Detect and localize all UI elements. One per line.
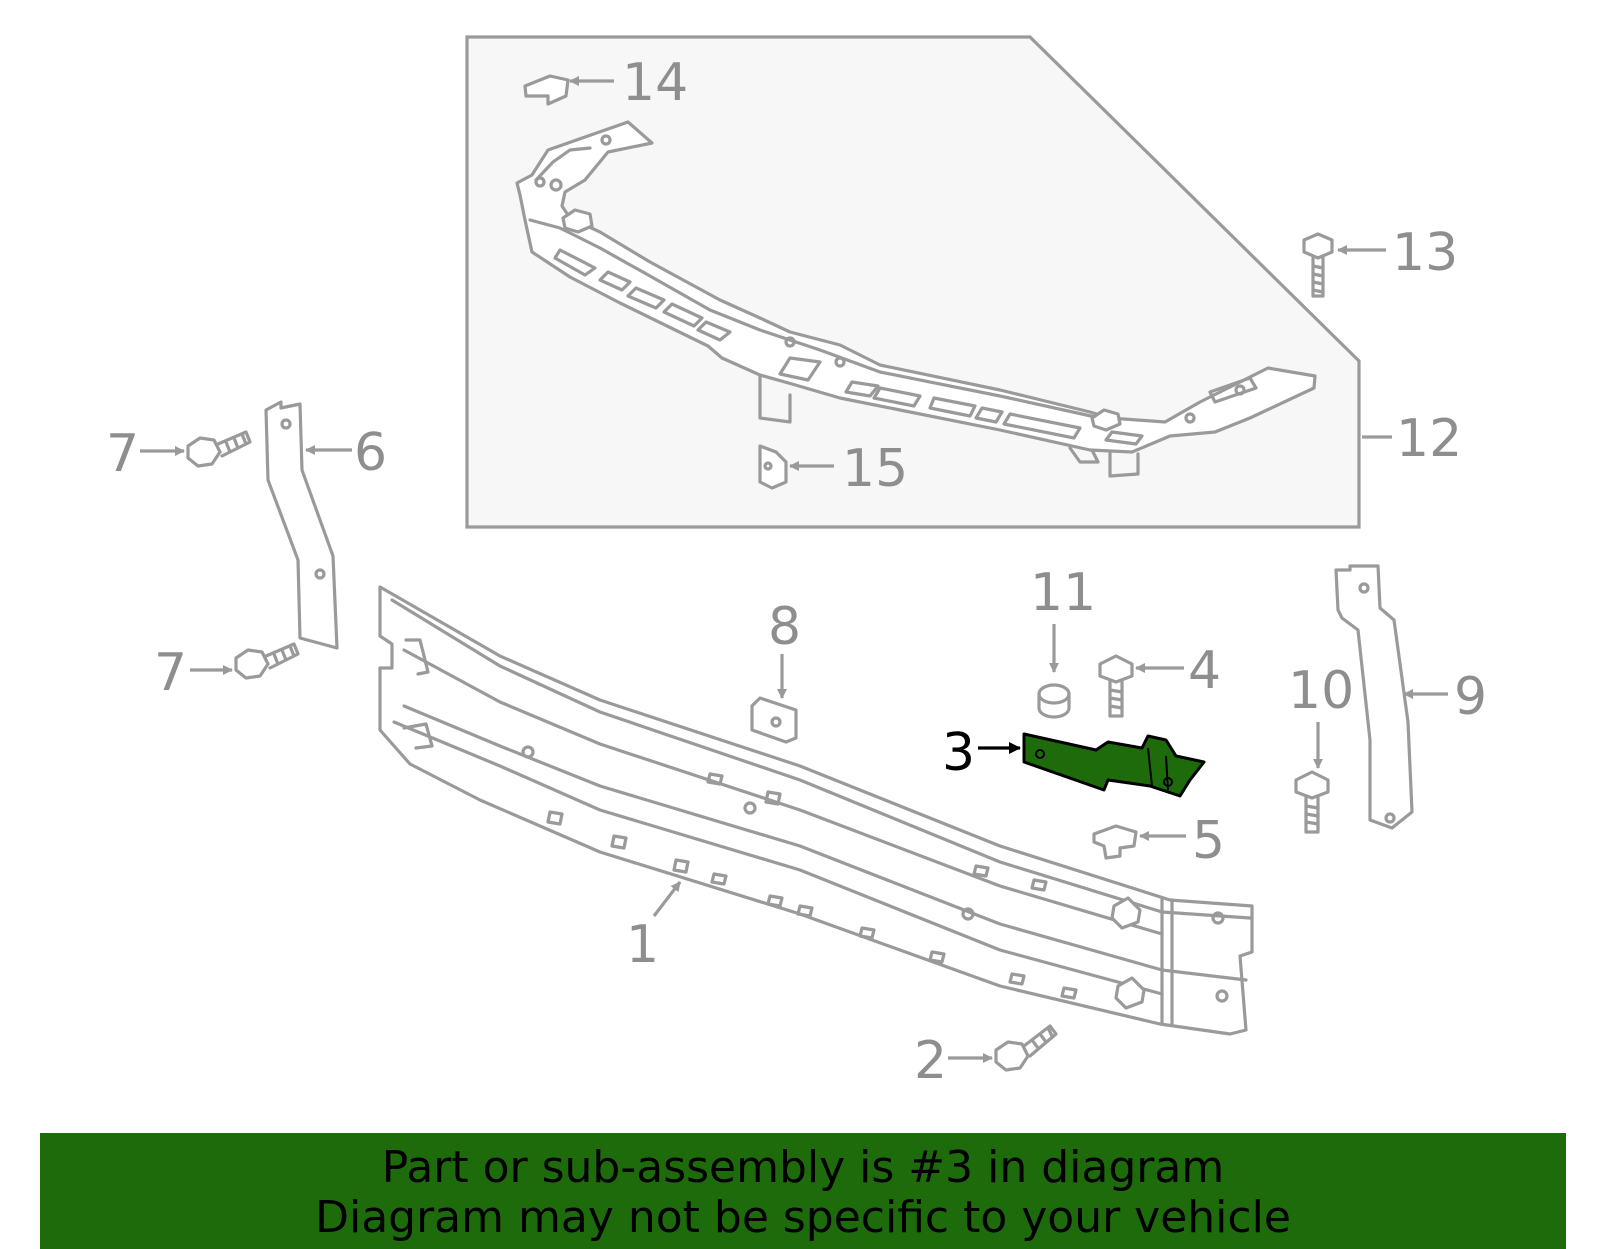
- part-14-clip[interactable]: [523, 74, 570, 106]
- part-7-bolt-lower[interactable]: [234, 642, 300, 680]
- callout-12: 12: [1396, 409, 1462, 469]
- part-5-clip[interactable]: [1092, 824, 1138, 860]
- callout-9: 9: [1454, 667, 1487, 727]
- inset-panel: [465, 35, 1361, 529]
- part-6-left-bracket[interactable]: [264, 400, 339, 650]
- banner-line-2: Diagram may not be specific to your vehi…: [315, 1192, 1291, 1243]
- callout-13: 13: [1392, 223, 1458, 283]
- part-11-spacer[interactable]: [1037, 683, 1071, 719]
- callout-14: 14: [622, 53, 688, 113]
- part-9-right-bracket[interactable]: [1334, 564, 1414, 830]
- callout-10: 10: [1288, 661, 1354, 721]
- callout-5: 5: [1192, 811, 1225, 871]
- callout-7-upper: 7: [106, 424, 139, 484]
- part-1-reinforcement-beam[interactable]: [378, 585, 1254, 1036]
- info-banner: Part or sub-assembly is #3 in diagram Di…: [40, 1133, 1566, 1249]
- callout-6: 6: [354, 423, 387, 483]
- part-2-bolt[interactable]: [994, 1024, 1058, 1072]
- callout-4: 4: [1188, 641, 1221, 701]
- banner-line-1: Part or sub-assembly is #3 in diagram: [381, 1142, 1225, 1193]
- part-7-bolt-upper[interactable]: [186, 430, 252, 468]
- part-4-bolt[interactable]: [1098, 654, 1134, 718]
- part-3-bracket-highlighted[interactable]: [1022, 732, 1206, 798]
- callout-7-lower: 7: [154, 643, 187, 703]
- part-15-clip-nut[interactable]: [758, 444, 788, 490]
- callout-3: 3: [942, 723, 975, 783]
- callout-1: 1: [626, 915, 659, 975]
- part-8-clip-nut[interactable]: [750, 696, 798, 744]
- part-13-bolt[interactable]: [1302, 232, 1334, 298]
- part-12-upper-support[interactable]: [515, 120, 1317, 478]
- callout-2: 2: [914, 1031, 947, 1091]
- part-10-bolt[interactable]: [1294, 770, 1330, 834]
- callout-8: 8: [768, 597, 801, 657]
- callout-11: 11: [1030, 563, 1096, 623]
- callout-15: 15: [842, 439, 908, 499]
